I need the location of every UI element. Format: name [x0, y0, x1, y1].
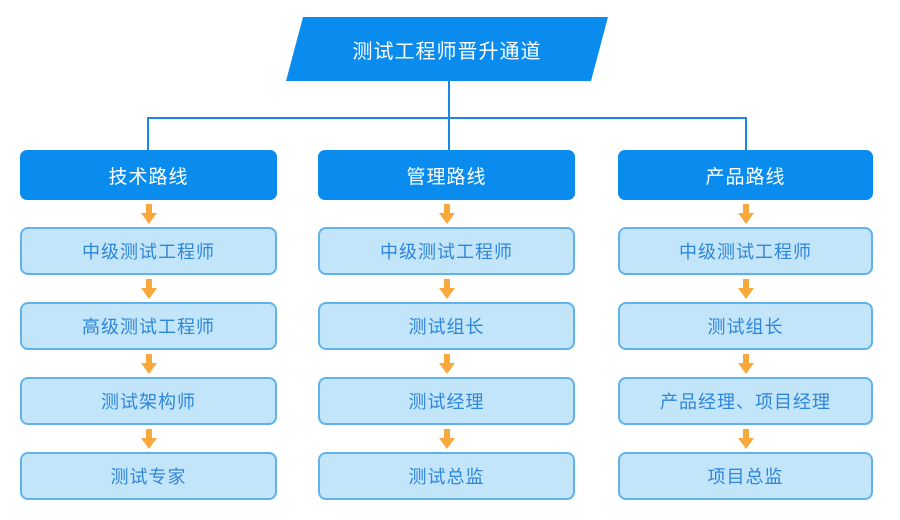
- flow-step: 测试组长: [318, 302, 575, 350]
- down-arrow-icon: [318, 425, 575, 452]
- column-technical-route: 技术路线 中级测试工程师 高级测试工程师 测试架构师 测试专家: [20, 150, 277, 500]
- down-arrow-icon: [318, 275, 575, 302]
- column-product-route: 产品路线 中级测试工程师 测试组长 产品经理、项目经理 项目总监: [618, 150, 873, 500]
- down-arrow-icon: [318, 200, 575, 227]
- flow-step: 项目总监: [618, 452, 873, 500]
- down-arrow-icon: [20, 275, 277, 302]
- flow-step: 测试总监: [318, 452, 575, 500]
- flow-step: 高级测试工程师: [20, 302, 277, 350]
- flow-step: 中级测试工程师: [20, 227, 277, 275]
- down-arrow-icon: [20, 350, 277, 377]
- route-header-product: 产品路线: [618, 150, 873, 200]
- flow-step: 测试架构师: [20, 377, 277, 425]
- diagram-title: 测试工程师晋升通道: [352, 40, 542, 63]
- column-management-route: 管理路线 中级测试工程师 测试组长 测试经理 测试总监: [318, 150, 575, 500]
- down-arrow-icon: [20, 200, 277, 227]
- down-arrow-icon: [618, 275, 873, 302]
- flow-step: 中级测试工程师: [618, 227, 873, 275]
- flow-step: 测试专家: [20, 452, 277, 500]
- flow-step: 中级测试工程师: [318, 227, 575, 275]
- flow-step: 测试经理: [318, 377, 575, 425]
- diagram-title-banner: 测试工程师晋升通道: [286, 17, 608, 81]
- down-arrow-icon: [318, 350, 575, 377]
- down-arrow-icon: [20, 425, 277, 452]
- route-header-technical: 技术路线: [20, 150, 277, 200]
- flow-step: 产品经理、项目经理: [618, 377, 873, 425]
- route-header-management: 管理路线: [318, 150, 575, 200]
- down-arrow-icon: [618, 200, 873, 227]
- down-arrow-icon: [618, 425, 873, 452]
- down-arrow-icon: [618, 350, 873, 377]
- flow-step: 测试组长: [618, 302, 873, 350]
